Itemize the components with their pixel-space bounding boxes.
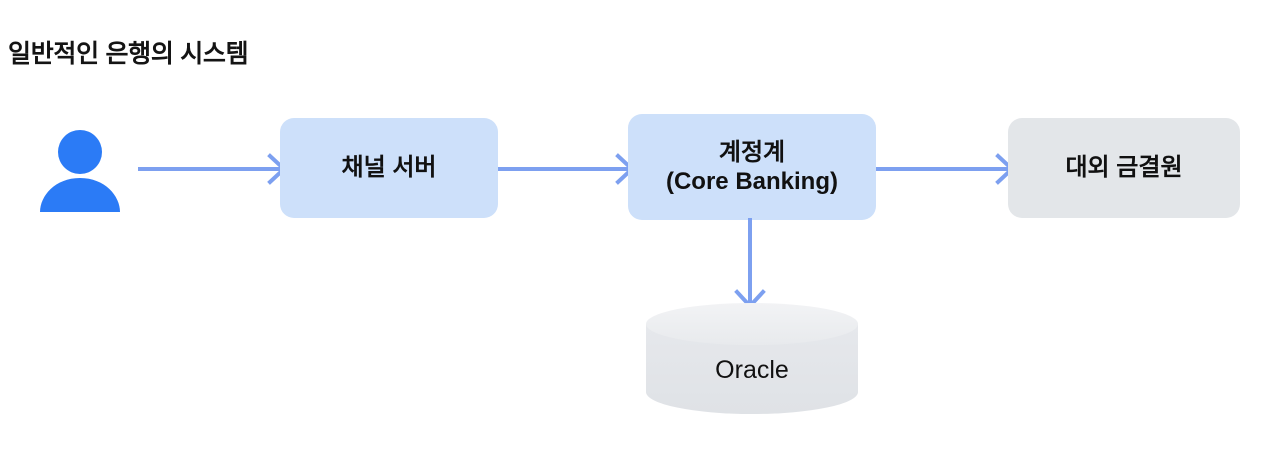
database-cylinder-oracle[interactable] — [644, 302, 860, 414]
user-icon — [40, 130, 120, 212]
node-core-banking-label: 계정계 (Core Banking) — [666, 138, 838, 197]
node-channel-server[interactable]: 채널 서버 — [280, 118, 498, 218]
arrow-user-to-channel-server — [138, 153, 287, 185]
node-core-banking-line-1: 계정계 — [718, 138, 786, 166]
page-title: 일반적인 은행의 시스템 — [8, 40, 249, 68]
node-core-banking-line-2: (Core Banking) — [665, 168, 838, 195]
node-external-clearing[interactable]: 대외 금결원 — [1008, 118, 1240, 218]
arrow-channel-server-to-core-banking — [498, 153, 635, 185]
node-channel-server-line-1: 채널 서버 — [341, 154, 437, 182]
arrow-core-banking-to-external-clearing — [876, 153, 1015, 185]
node-external-clearing-line-1: 대외 금결원 — [1065, 154, 1183, 182]
node-core-banking[interactable]: 계정계 (Core Banking) — [628, 114, 876, 220]
node-external-clearing-label: 대외 금결원 — [1065, 153, 1182, 182]
arrow-core-banking-to-oracle-db — [734, 218, 766, 309]
node-channel-server-label: 채널 서버 — [342, 153, 437, 182]
